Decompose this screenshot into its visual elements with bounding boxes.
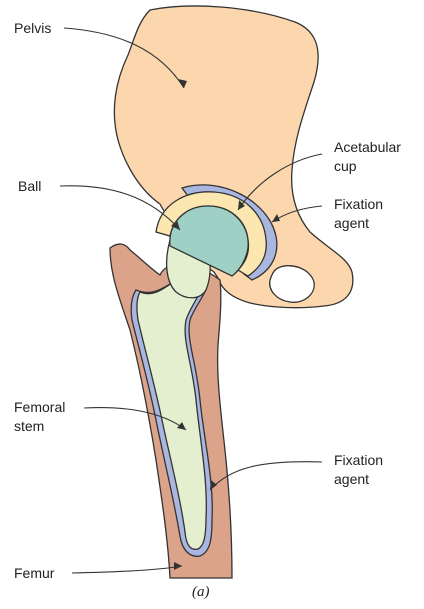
acetabular-cup-label-line2: cup (334, 157, 357, 175)
femoral-stem-label-line2: stem (14, 417, 44, 435)
fixation-agent-bottom-label-line1: Fixation (334, 451, 383, 469)
fixation-agent-bottom-label-line2: agent (334, 470, 369, 488)
acetabular-cup-label-line1: Acetabular (334, 138, 401, 156)
femur-label: Femur (14, 564, 54, 582)
fixation-agent-top-label-line1: Fixation (334, 195, 383, 213)
femur-leader (72, 566, 182, 573)
figure-caption: (a) (192, 584, 210, 601)
pelvis-label: Pelvis (14, 19, 51, 37)
ball-label: Ball (18, 177, 41, 195)
femoral-stem-label-line1: Femoral (14, 398, 65, 416)
fixation-agent-top-label-line2: agent (334, 214, 369, 232)
